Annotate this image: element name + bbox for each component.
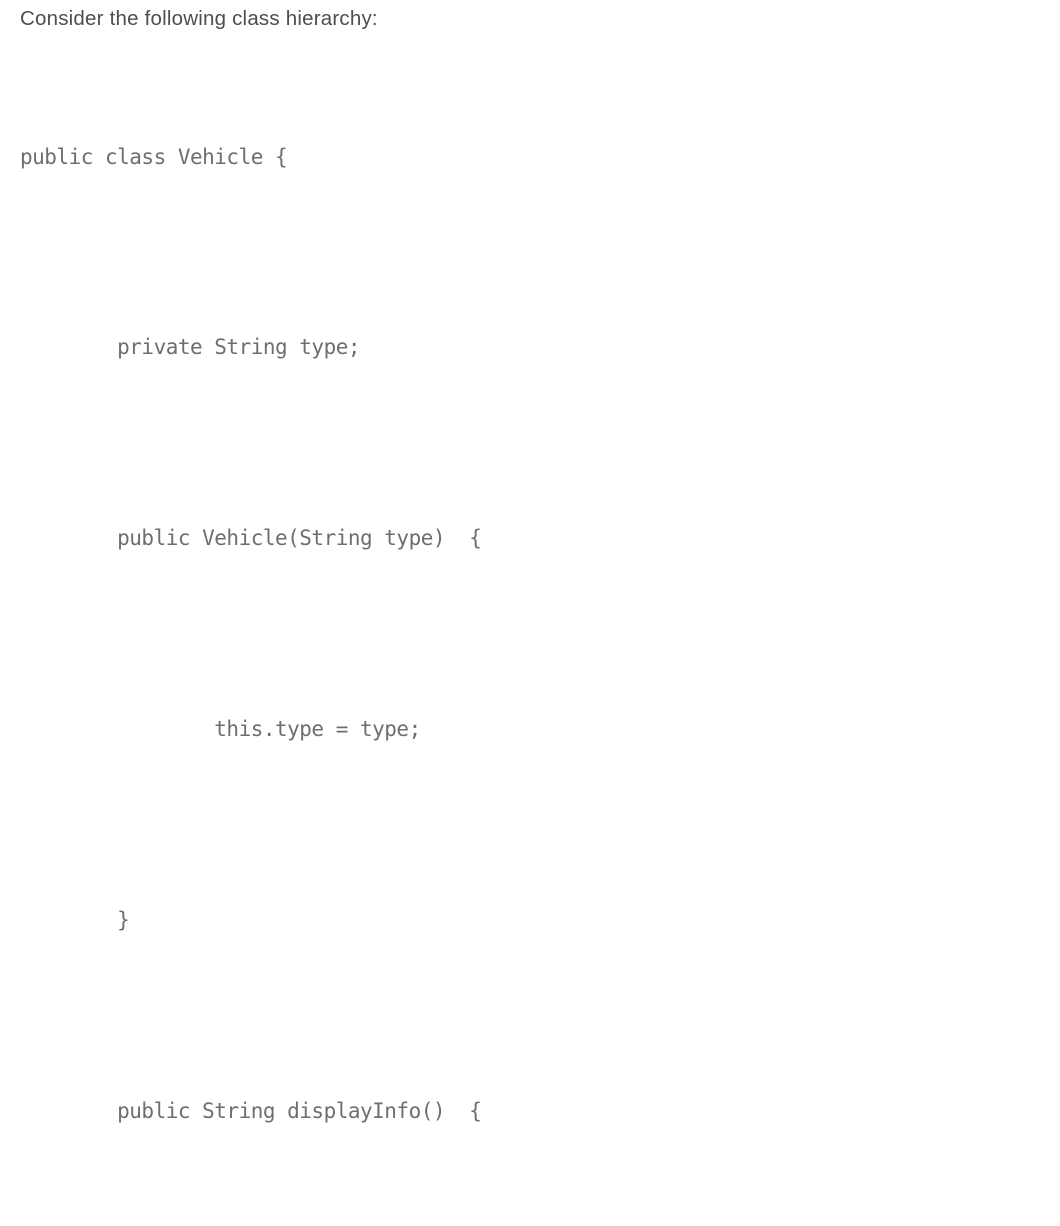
code-line: public String displayInfo() { — [20, 1098, 482, 1123]
code-line: public Vehicle(String type) { — [20, 526, 482, 551]
question-prompt: Consider the following class hierarchy: — [20, 7, 378, 30]
question-block: Consider the following class hierarchy: … — [20, 7, 482, 1123]
code-line: this.type = type; — [20, 716, 421, 741]
code-line: } — [20, 907, 130, 932]
code-snippet: public class Vehicle { private String ty… — [20, 62, 482, 1226]
code-line: private String type; — [20, 335, 361, 360]
code-line: public class Vehicle { — [20, 144, 288, 169]
